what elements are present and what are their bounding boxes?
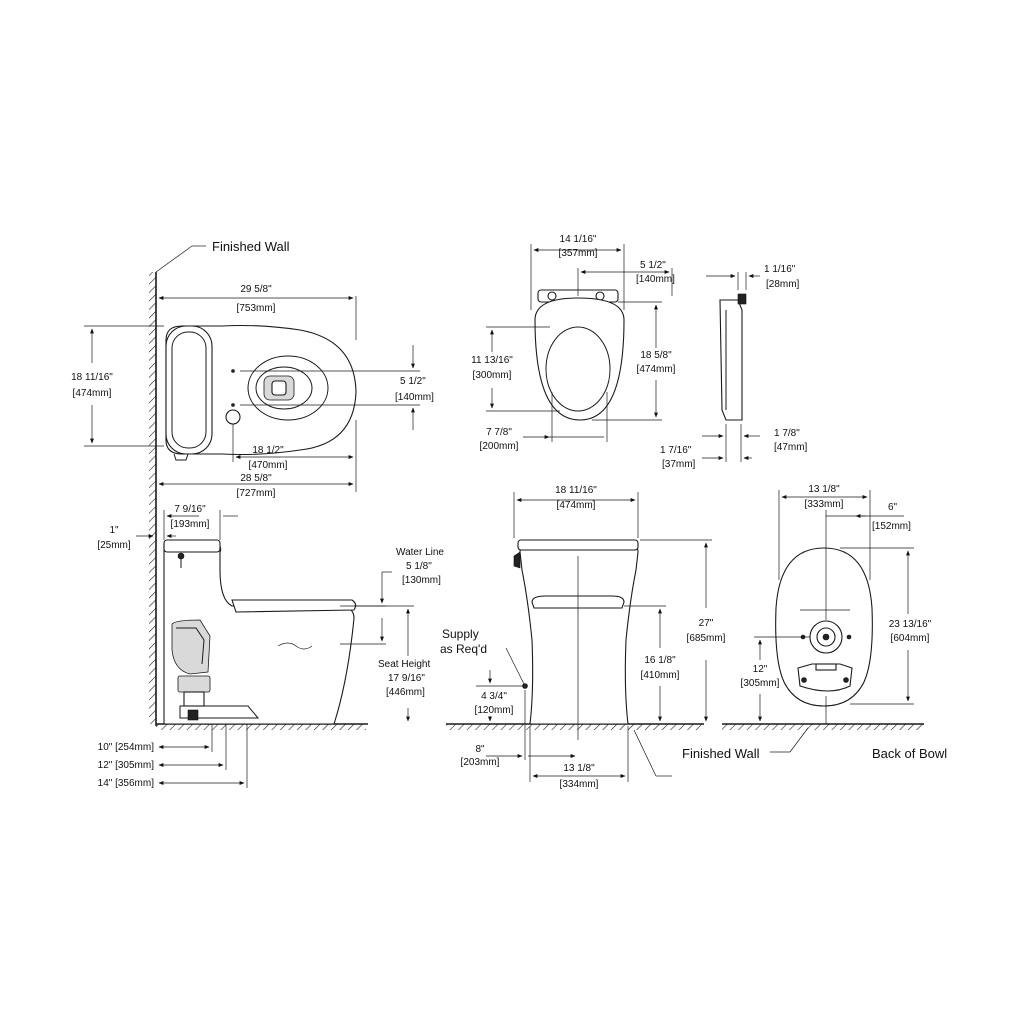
finished-wall-label-top: Finished Wall <box>212 239 290 254</box>
svg-text:[604mm]: [604mm] <box>891 633 930 644</box>
mounting-bracket <box>797 663 853 692</box>
svg-text:[333mm]: [333mm] <box>805 499 844 510</box>
seat-outline <box>534 297 625 421</box>
svg-text:1 1/16": 1 1/16" <box>764 264 796 275</box>
seat-plan-view: 14 1/16" [357mm] 5 1/2" [140mm] 11 13/16… <box>471 234 676 452</box>
svg-text:[305mm]: [305mm] <box>741 678 780 689</box>
svg-text:Seat Height: Seat Height <box>378 659 430 670</box>
seat-side-view: 1 1/16" [28mm] 1 7/16" [37mm] 1 7/8" [47… <box>660 264 808 470</box>
trapway <box>171 619 211 675</box>
svg-text:[410mm]: [410mm] <box>641 670 680 681</box>
back-of-bowl-label: Back of Bowl <box>872 746 947 761</box>
svg-text:28 5/8": 28 5/8" <box>240 473 272 484</box>
svg-text:12" [305mm]: 12" [305mm] <box>98 760 155 771</box>
svg-text:10" [254mm]: 10" [254mm] <box>98 742 155 753</box>
tank-top <box>165 325 213 455</box>
svg-text:[357mm]: [357mm] <box>559 248 598 259</box>
svg-text:[130mm]: [130mm] <box>402 575 441 586</box>
svg-text:7 7/8": 7 7/8" <box>486 427 512 438</box>
wall-hatch <box>149 272 156 724</box>
svg-text:18 5/8": 18 5/8" <box>640 350 672 361</box>
tank-lid-side <box>163 539 221 553</box>
front-elevation-view: 18 11/16" [474mm] 27" [685mm] 16 1/8" [4… <box>440 485 760 790</box>
svg-text:[25mm]: [25mm] <box>97 540 131 551</box>
seat-profile <box>719 299 743 421</box>
svg-text:[300mm]: [300mm] <box>473 370 512 381</box>
svg-text:[334mm]: [334mm] <box>560 779 599 790</box>
svg-text:1 7/8": 1 7/8" <box>774 428 800 439</box>
svg-text:5 1/2": 5 1/2" <box>400 376 426 387</box>
svg-text:18 11/16": 18 11/16" <box>555 485 597 496</box>
svg-text:[140mm]: [140mm] <box>395 392 434 403</box>
svg-text:[474mm]: [474mm] <box>637 364 676 375</box>
svg-text:[28mm]: [28mm] <box>766 279 800 290</box>
svg-text:1 7/16": 1 7/16" <box>660 445 692 456</box>
svg-text:14" [356mm]: 14" [356mm] <box>98 778 155 789</box>
svg-text:[474mm]: [474mm] <box>73 388 112 399</box>
svg-text:6": 6" <box>888 502 898 513</box>
svg-text:Water Line: Water Line <box>396 547 444 558</box>
svg-text:as Req'd: as Req'd <box>440 642 487 656</box>
svg-text:29 5/8": 29 5/8" <box>240 284 272 295</box>
supply-valve-icon <box>225 409 241 425</box>
svg-text:[193mm]: [193mm] <box>171 519 210 530</box>
svg-text:12": 12" <box>753 664 768 675</box>
tank-lid-front <box>517 539 639 551</box>
svg-text:[203mm]: [203mm] <box>461 757 500 768</box>
svg-text:[474mm]: [474mm] <box>557 500 596 511</box>
flush-lever-icon <box>513 551 521 569</box>
seat-side-profile <box>231 599 357 613</box>
svg-text:[446mm]: [446mm] <box>386 687 425 698</box>
svg-text:[140mm]: [140mm] <box>636 274 675 285</box>
svg-text:7 9/16": 7 9/16" <box>174 504 206 515</box>
svg-text:13 1/8": 13 1/8" <box>808 484 840 495</box>
side-elevation-view: 7 9/16" [193mm] 1" [25mm] Water Line 5 1… <box>97 504 444 789</box>
flush-button-icon <box>177 552 185 560</box>
toilet-front-outline <box>519 545 639 725</box>
svg-text:[37mm]: [37mm] <box>662 459 696 470</box>
svg-text:[685mm]: [685mm] <box>687 633 726 644</box>
floor-hatch <box>156 724 366 730</box>
svg-text:5 1/8": 5 1/8" <box>406 561 432 572</box>
svg-text:11 13/16": 11 13/16" <box>471 355 513 366</box>
svg-text:18 11/16": 18 11/16" <box>71 372 113 383</box>
finished-wall-label-bottom: Finished Wall <box>682 746 760 761</box>
svg-text:23 13/16": 23 13/16" <box>889 619 932 630</box>
svg-text:[753mm]: [753mm] <box>237 303 276 314</box>
svg-text:1": 1" <box>109 525 119 536</box>
svg-text:13 1/8": 13 1/8" <box>563 763 595 774</box>
svg-text:[727mm]: [727mm] <box>237 488 276 499</box>
svg-text:14 1/16": 14 1/16" <box>560 234 597 245</box>
back-of-bowl-view: 13 1/8" [333mm] 6" [152mm] 23 13/16" [60… <box>722 484 947 761</box>
svg-text:[470mm]: [470mm] <box>249 460 288 471</box>
top-plan-view: Finished Wall 29 5/8" [753mm] 18 11/16" … <box>71 239 434 726</box>
svg-text:27": 27" <box>699 618 714 629</box>
svg-text:Supply: Supply <box>442 627 479 641</box>
svg-text:17 9/16": 17 9/16" <box>388 673 425 684</box>
svg-text:4 3/4": 4 3/4" <box>481 691 507 702</box>
svg-text:[152mm]: [152mm] <box>872 521 911 532</box>
svg-text:16 1/8": 16 1/8" <box>644 655 676 666</box>
svg-text:5 1/2": 5 1/2" <box>640 260 666 271</box>
svg-text:18 1/2": 18 1/2" <box>252 445 284 456</box>
svg-text:[200mm]: [200mm] <box>480 441 519 452</box>
finished-wall-leader <box>155 245 193 273</box>
svg-text:[47mm]: [47mm] <box>774 442 808 453</box>
bowl-top <box>247 355 329 421</box>
seat-opening <box>545 326 611 412</box>
svg-text:[120mm]: [120mm] <box>475 705 514 716</box>
svg-text:8": 8" <box>475 744 485 755</box>
toilet-top-outline <box>165 324 357 456</box>
